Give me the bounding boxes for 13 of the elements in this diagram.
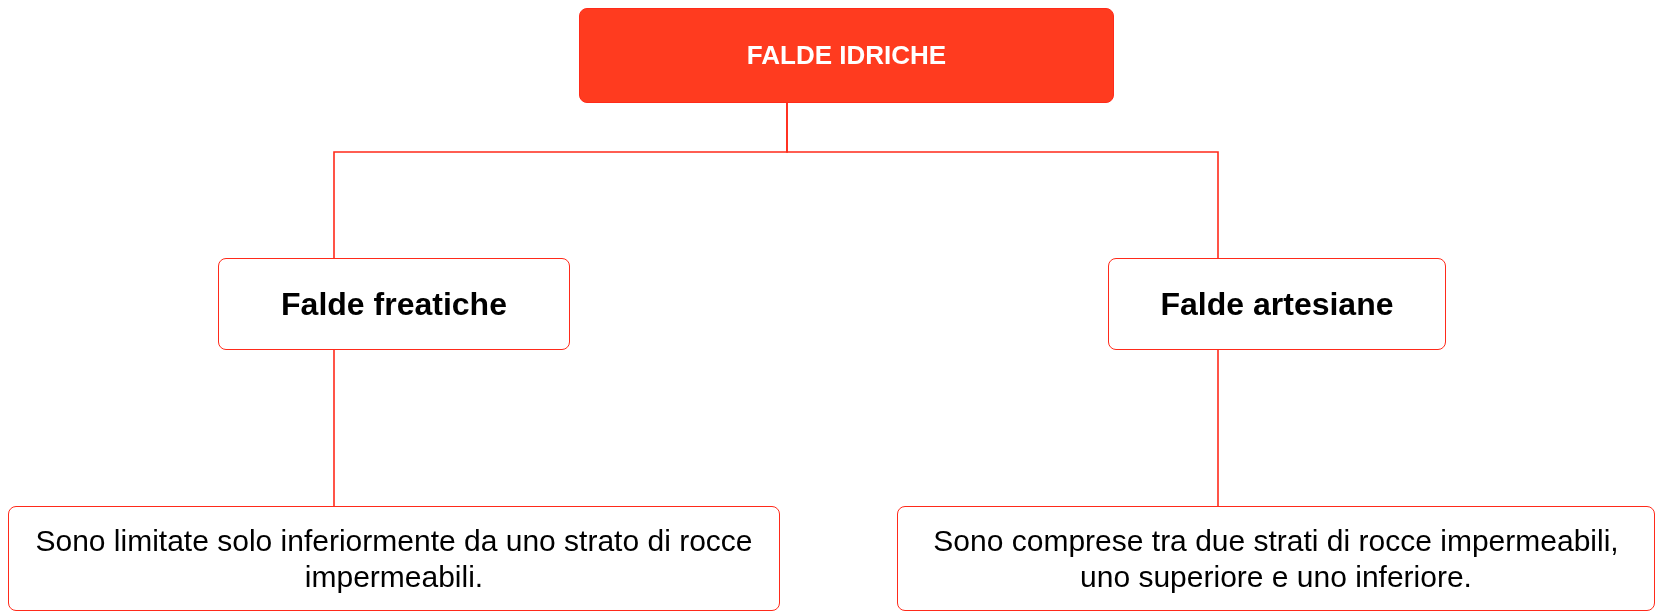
box-heading: Falde freatiche [281,284,507,324]
category-box [218,258,570,350]
description-text: Sono limitate solo inferiormente da uno strato di rocce impermeabili. [34,522,754,595]
category-box [1108,258,1446,350]
connector-line [786,102,1219,259]
description-text: Sono comprese tra due strati di rocce impermeabili, uno superiore e uno inferiore. [932,522,1620,595]
box-heading: Falde artesiane [1160,284,1394,324]
connector-line [1217,349,1219,507]
box-heading: FALDE IDRICHE [746,39,947,72]
description-box [897,506,1655,611]
title-box [579,8,1114,103]
description-box [8,506,780,611]
connector-line [333,349,335,507]
